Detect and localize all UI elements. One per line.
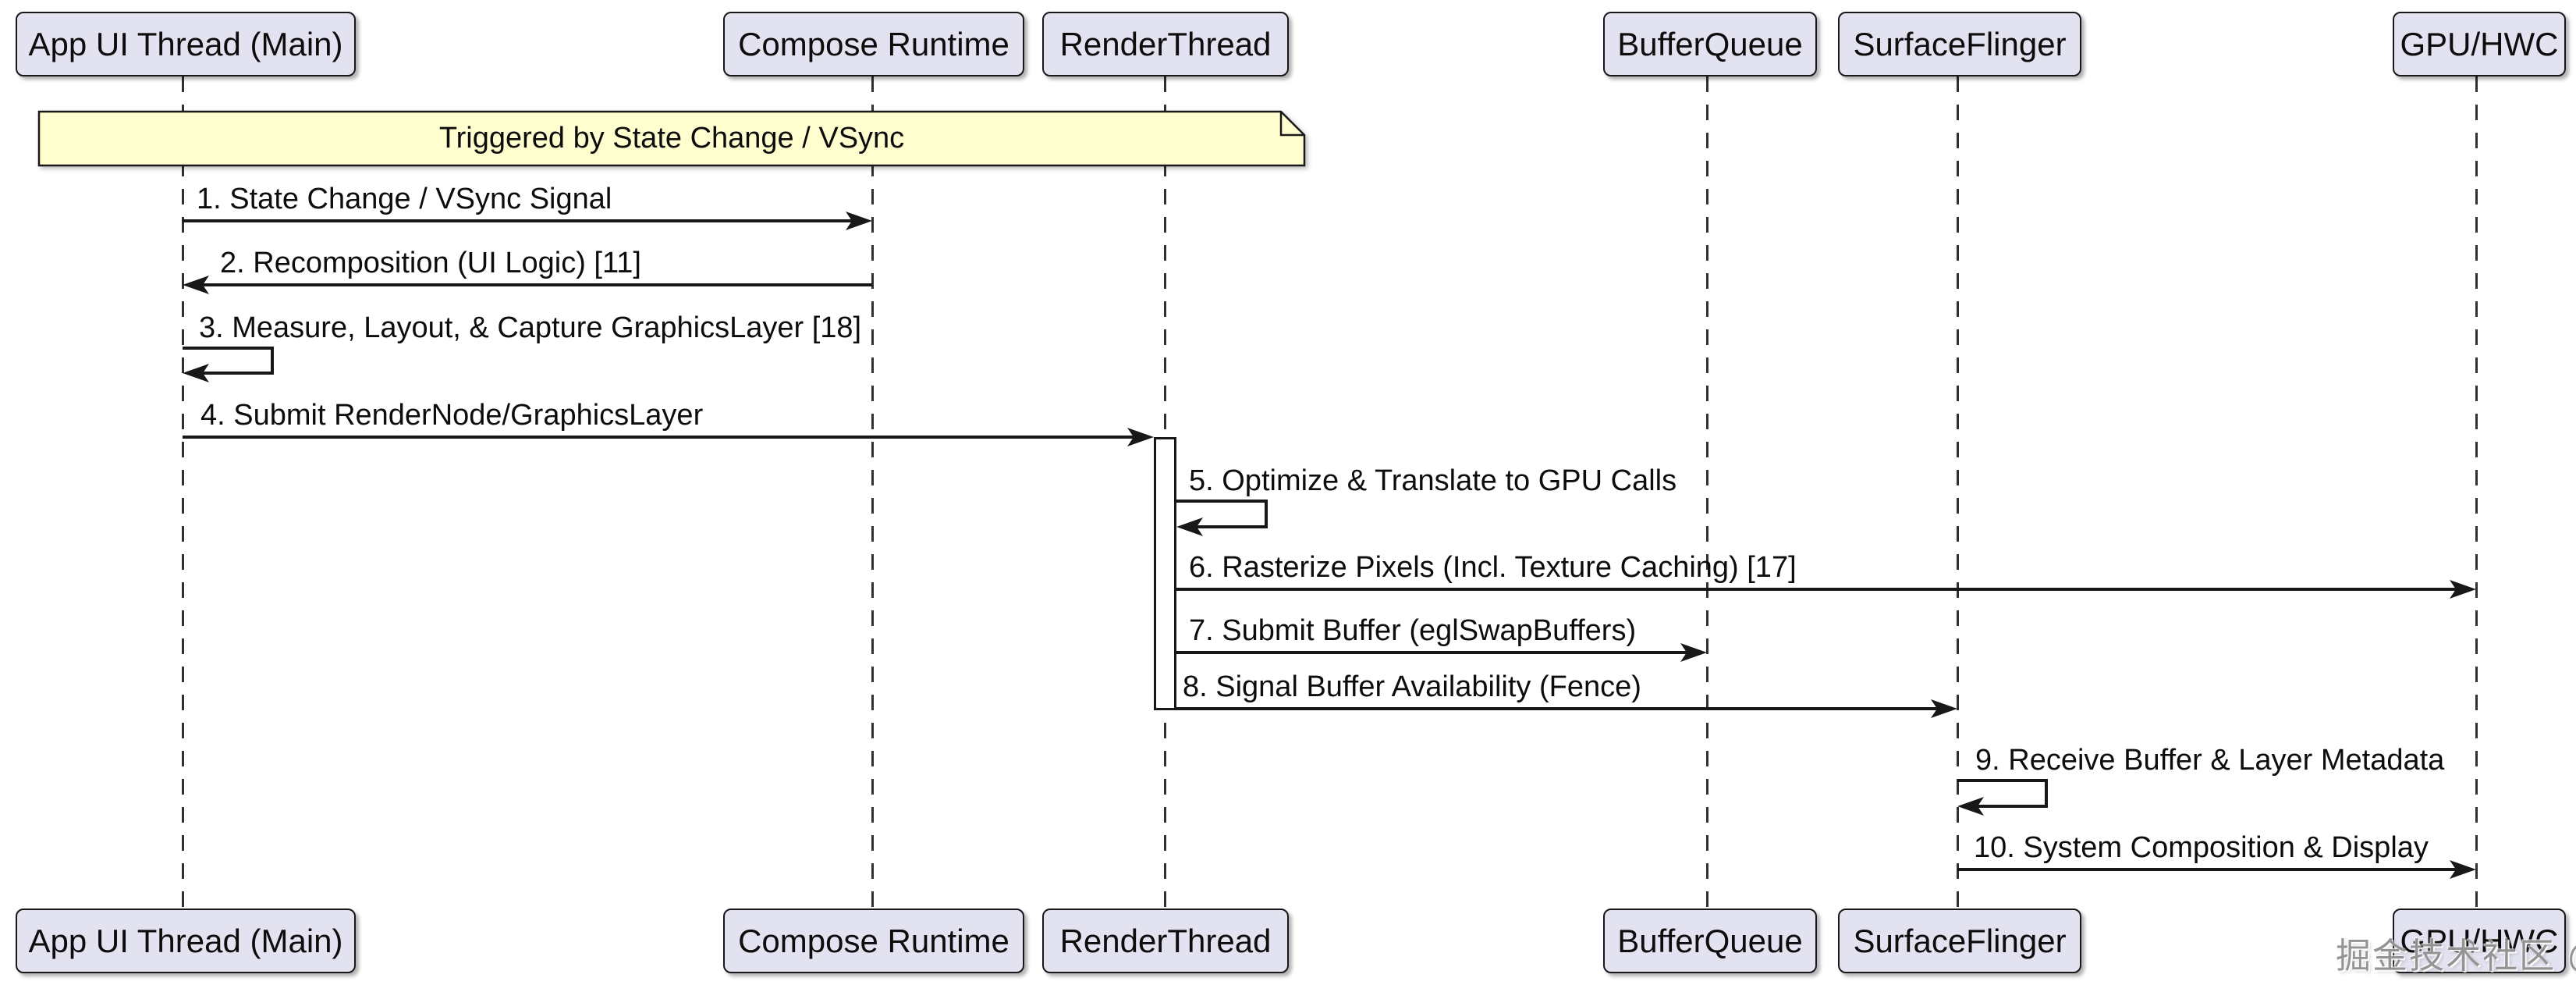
message-5-label: 5. Optimize & Translate to GPU Calls bbox=[1189, 464, 1677, 497]
watermark-text: 掘金技术社区 @ apigfly bbox=[2336, 936, 2576, 976]
participant-box-top-app-ui-thread: App UI Thread (Main) bbox=[16, 12, 356, 76]
message-3-loop-bottom bbox=[198, 372, 274, 375]
lifeline-gpu-hwc bbox=[2475, 76, 2478, 909]
message-7-label: 7. Submit Buffer (eglSwapBuffers) bbox=[1189, 614, 1637, 647]
message-4-label: 4. Submit RenderNode/GraphicsLayer bbox=[200, 399, 704, 432]
participant-label-render-thread: RenderThread bbox=[1059, 25, 1272, 62]
participant-box-bottom-gpu-hwc: GPU/HWC bbox=[2393, 909, 2566, 973]
participant-box-top-gpu-hwc: GPU/HWC bbox=[2393, 12, 2566, 76]
participant-label-surface-flinger: SurfaceFlinger bbox=[1853, 922, 2067, 959]
lifeline-app-ui-thread bbox=[181, 76, 184, 909]
message-1-label: 1. State Change / VSync Signal bbox=[197, 183, 612, 215]
message-5-loop-bottom bbox=[1192, 525, 1268, 528]
message-3-loop-top bbox=[183, 347, 272, 350]
message-9-loop-bottom bbox=[1973, 805, 2048, 808]
message-3-label: 3. Measure, Layout, & Capture GraphicsLa… bbox=[199, 311, 862, 344]
participant-box-bottom-compose-runtime: Compose Runtime bbox=[723, 909, 1024, 973]
message-3-arrowhead-icon bbox=[183, 364, 209, 382]
message-5-loop-right bbox=[1265, 500, 1268, 528]
participant-label-render-thread: RenderThread bbox=[1059, 922, 1272, 959]
message-7-line bbox=[1176, 651, 1702, 654]
participant-box-top-render-thread: RenderThread bbox=[1042, 12, 1289, 76]
lifeline-surface-flinger bbox=[1956, 76, 1959, 909]
participant-box-top-compose-runtime: Compose Runtime bbox=[723, 12, 1024, 76]
message-2-label: 2. Recomposition (UI Logic) [11] bbox=[220, 247, 641, 279]
participant-label-compose-runtime: Compose Runtime bbox=[738, 922, 1009, 959]
message-7-arrowhead-icon bbox=[1680, 643, 1707, 662]
message-9-label: 9. Receive Buffer & Layer Metadata bbox=[1975, 744, 2445, 777]
message-9-loop-right bbox=[2045, 779, 2048, 808]
message-8-label: 8. Signal Buffer Availability (Fence) bbox=[1183, 670, 1641, 703]
message-8-arrowhead-icon bbox=[1931, 699, 1957, 718]
note-shape bbox=[37, 110, 1306, 167]
message-6-label: 6. Rasterize Pixels (Incl. Texture Cachi… bbox=[1189, 551, 1797, 584]
participant-label-app-ui-thread: App UI Thread (Main) bbox=[28, 922, 343, 959]
message-5-arrowhead-icon bbox=[1176, 517, 1203, 536]
message-1-arrowhead-icon bbox=[846, 212, 872, 230]
participant-box-bottom-surface-flinger: SurfaceFlinger bbox=[1838, 909, 2081, 973]
participant-box-top-buffer-queue: BufferQueue bbox=[1603, 12, 1817, 76]
participant-box-bottom-app-ui-thread: App UI Thread (Main) bbox=[16, 909, 356, 973]
lifeline-buffer-queue bbox=[1705, 76, 1708, 909]
participant-label-compose-runtime: Compose Runtime bbox=[738, 25, 1009, 62]
message-2-arrowhead-icon bbox=[183, 276, 209, 294]
message-5-loop-top bbox=[1176, 500, 1266, 503]
message-3-loop-right bbox=[271, 347, 274, 375]
note-label: Triggered by State Change / VSync bbox=[438, 122, 905, 155]
participant-label-surface-flinger: SurfaceFlinger bbox=[1853, 25, 2067, 62]
message-4-line bbox=[183, 436, 1149, 439]
message-4-arrowhead-icon bbox=[1127, 428, 1154, 446]
participant-label-gpu-hwc: GPU/HWC bbox=[2400, 25, 2559, 62]
participant-label-gpu-hwc: GPU/HWC bbox=[2400, 922, 2559, 959]
participant-label-buffer-queue: BufferQueue bbox=[1617, 922, 1803, 959]
message-9-loop-top bbox=[1957, 779, 2046, 782]
message-8-line bbox=[1176, 707, 1953, 710]
message-6-arrowhead-icon bbox=[2450, 580, 2476, 599]
message-6-line bbox=[1176, 588, 2471, 591]
activation-bar-render-thread bbox=[1154, 437, 1176, 710]
message-9-arrowhead-icon bbox=[1957, 797, 1984, 816]
message-10-line bbox=[1957, 868, 2471, 871]
message-10-arrowhead-icon bbox=[2450, 860, 2476, 879]
participant-box-bottom-buffer-queue: BufferQueue bbox=[1603, 909, 1817, 973]
message-1-line bbox=[183, 219, 868, 222]
message-2-line bbox=[187, 283, 872, 286]
participant-label-buffer-queue: BufferQueue bbox=[1617, 25, 1803, 62]
participant-box-top-surface-flinger: SurfaceFlinger bbox=[1838, 12, 2081, 76]
message-10-label: 10. System Composition & Display bbox=[1974, 831, 2429, 864]
participant-box-bottom-render-thread: RenderThread bbox=[1042, 909, 1289, 973]
lifeline-compose-runtime bbox=[871, 76, 874, 909]
participant-label-app-ui-thread: App UI Thread (Main) bbox=[28, 25, 343, 62]
